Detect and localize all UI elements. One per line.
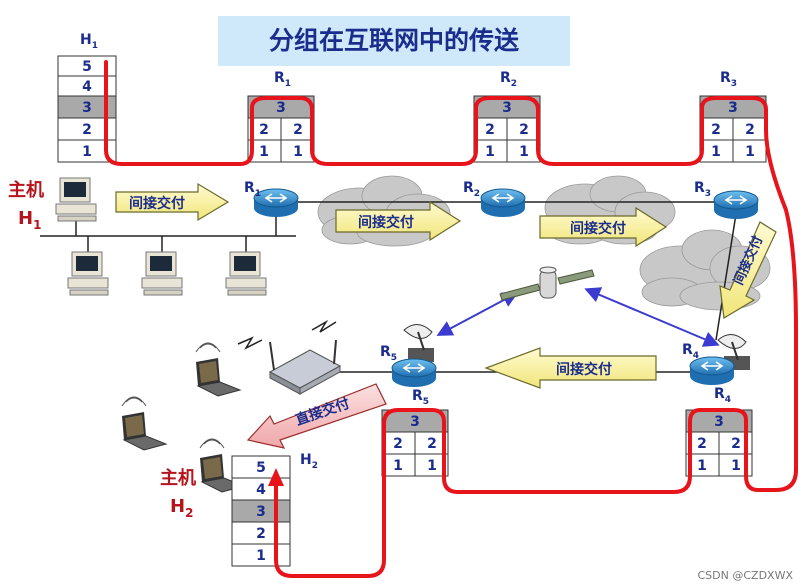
- layer-number: 1: [697, 458, 707, 474]
- layer-number: 2: [485, 122, 495, 138]
- laptop-icon: [195, 342, 242, 397]
- layer-number: 1: [256, 548, 266, 564]
- host-h1-side-label: 主机: [8, 179, 44, 201]
- layer-number: 3: [82, 100, 92, 116]
- host-h2-protocol-stack: 5 4 3 2 1: [231, 455, 291, 567]
- layer-number: 1: [259, 144, 269, 160]
- router-r2-label: R2: [463, 180, 480, 199]
- layer-number: 1: [485, 144, 495, 160]
- router-r2-stack-label: R2: [500, 70, 517, 89]
- page-title: 分组在互联网中的传送: [268, 26, 519, 55]
- wireless-access-point-icon: [268, 339, 342, 395]
- layer-number: 1: [82, 144, 92, 160]
- router-r4-stack-label: R4: [714, 386, 731, 405]
- indirect-delivery-label: 间接交付: [129, 195, 185, 212]
- layer-number: 2: [519, 122, 529, 138]
- desktop-computer-icon: [141, 251, 183, 296]
- router-r1-label: R1: [244, 180, 261, 199]
- layer-number: 3: [714, 414, 724, 430]
- indirect-delivery-label: 间接交付: [358, 214, 414, 231]
- router-r5-stack-label: R5: [412, 388, 429, 407]
- router-r5-protocol-stack: 3 2 2 1 1: [381, 409, 449, 477]
- layer-number: 1: [393, 458, 403, 474]
- desktop-computer-icon: [55, 177, 97, 222]
- layer-number: 3: [276, 100, 286, 116]
- router-icon: [689, 356, 735, 385]
- indirect-delivery-label: 间接交付: [556, 361, 612, 378]
- layer-number: 2: [256, 526, 266, 542]
- layer-number: 1: [711, 144, 721, 160]
- lightning-icon: [237, 319, 337, 350]
- layer-number: 2: [393, 436, 403, 452]
- host-h2-side-id: H2: [170, 496, 193, 520]
- layer-number: 1: [427, 458, 437, 474]
- router-r3-stack-label: R3: [720, 70, 737, 89]
- indirect-delivery-arrow: 间接交付: [115, 182, 230, 222]
- layer-number: 1: [731, 458, 741, 474]
- router-r5-label: R5: [380, 344, 397, 363]
- satellite-link: [584, 287, 720, 347]
- direct-delivery-arrow: 直接交付: [246, 383, 387, 449]
- router-r3-protocol-stack: 3 2 2 1 1: [699, 95, 767, 163]
- indirect-delivery-arrow: 间接交付: [335, 200, 462, 242]
- indirect-delivery-label: 间接交付: [570, 220, 626, 237]
- host-h1-protocol-stack: 5 4 3 2 1: [57, 55, 117, 163]
- packet-path-arrowhead: [268, 468, 284, 486]
- layer-number: 4: [256, 482, 266, 498]
- desktop-computer-icon: [225, 251, 267, 296]
- desktop-computer-icon: [67, 251, 109, 296]
- indirect-delivery-arrow: 间接交付: [484, 347, 657, 389]
- layer-number: 2: [427, 436, 437, 452]
- router-r1-stack-label: R1: [274, 70, 291, 89]
- layer-number: 2: [82, 122, 92, 138]
- router-icon: [713, 190, 759, 219]
- layer-number: 2: [731, 436, 741, 452]
- layer-number: 2: [745, 122, 755, 138]
- router-r2-protocol-stack: 3 2 2 1 1: [473, 95, 541, 163]
- layer-number: 4: [82, 79, 92, 95]
- router-r4-label: R4: [682, 342, 699, 361]
- host-h2-label: H2: [300, 452, 318, 471]
- host-h1-side-id: H1: [18, 208, 41, 232]
- layer-number: 1: [293, 144, 303, 160]
- satellite-icon: [499, 266, 595, 301]
- layer-number: 1: [519, 144, 529, 160]
- title-background: [218, 16, 570, 66]
- layer-number: 3: [256, 504, 266, 520]
- router-icon: [480, 188, 526, 217]
- layer-number: 5: [82, 59, 92, 75]
- layer-number: 1: [745, 144, 755, 160]
- layer-number: 3: [728, 100, 738, 116]
- satellite-link: [436, 292, 519, 336]
- router-icon: [391, 358, 437, 387]
- laptop-icon: [121, 396, 168, 451]
- host-h1-label: H1: [80, 32, 98, 51]
- router-icon: [253, 188, 299, 217]
- layer-number: 3: [502, 100, 512, 116]
- satellite-dish-icon: [717, 334, 750, 370]
- layer-number: 3: [410, 414, 420, 430]
- indirect-delivery-arrow: 间接交付: [539, 206, 668, 248]
- layer-number: 2: [697, 436, 707, 452]
- layer-number: 2: [259, 122, 269, 138]
- router-r1-protocol-stack: 3 2 2 1 1: [247, 95, 315, 163]
- router-r4-protocol-stack: 3 2 2 1 1: [685, 409, 753, 477]
- satellite-dish-icon: [403, 324, 434, 362]
- layer-number: 2: [711, 122, 721, 138]
- host-h2-side-label: 主机: [160, 467, 196, 489]
- layer-number: 5: [256, 460, 266, 476]
- layer-number: 2: [293, 122, 303, 138]
- watermark: CSDN @CZDXWX: [697, 569, 794, 582]
- packet-path: [104, 60, 798, 578]
- router-r3-label: R3: [694, 180, 711, 199]
